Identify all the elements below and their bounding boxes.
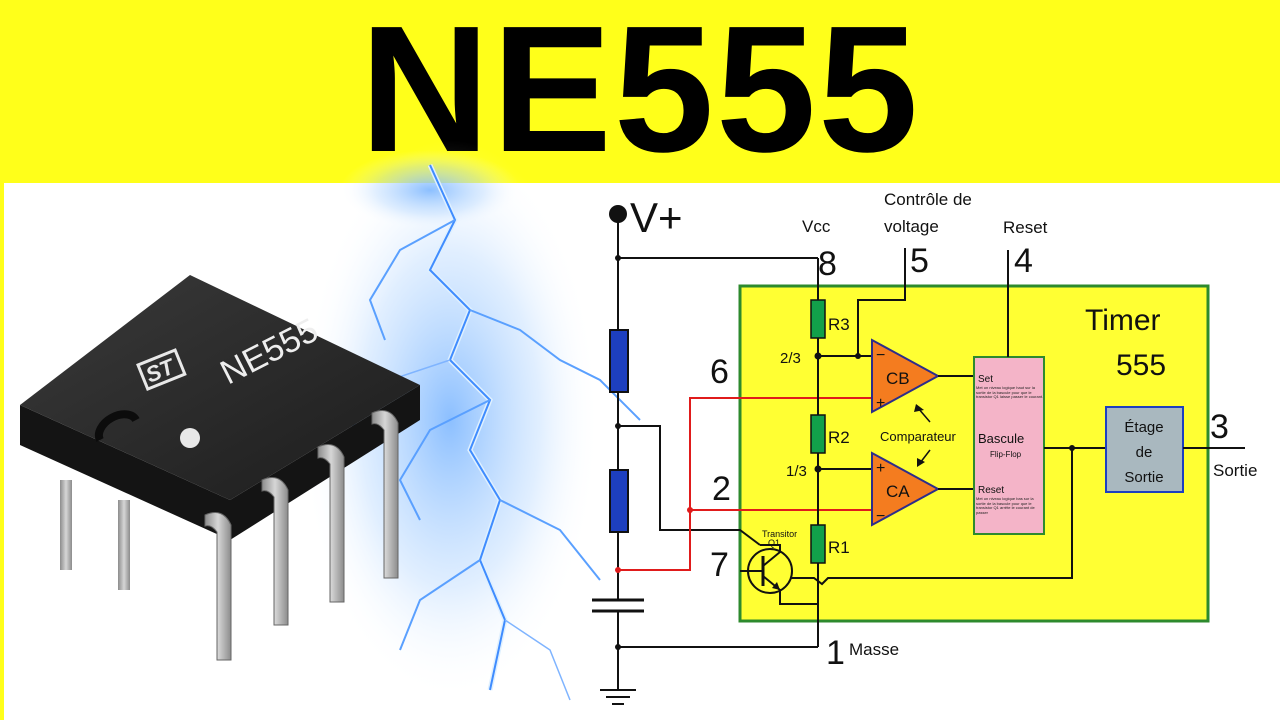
control-label-2: voltage xyxy=(884,217,939,236)
pin-4-number: 4 xyxy=(1014,242,1033,280)
pin-5-number: 5 xyxy=(910,242,929,280)
ca-minus: − xyxy=(876,508,885,525)
transistor-label-1: Transitor xyxy=(762,529,797,539)
resistor-r3 xyxy=(810,299,826,339)
timing-capacitor xyxy=(592,598,644,613)
ne555-chip: ST NE555 xyxy=(20,275,420,661)
transistor-q1 xyxy=(740,544,818,605)
output-stage-line2: de xyxy=(1136,444,1153,461)
output-stage-line3: Sortie xyxy=(1124,469,1163,486)
flipflop-reset-note: Met un niveau logique bas sur la sortie … xyxy=(976,497,1035,515)
chip-back-pins xyxy=(60,480,130,590)
external-resistor-ra xyxy=(609,329,629,393)
chip-front-pins xyxy=(204,410,399,661)
comparator-ca xyxy=(871,451,941,527)
circuit-diagram: Timer 555 V+ xyxy=(592,190,1257,705)
pin-3-number: 3 xyxy=(1210,408,1229,446)
cb-minus: − xyxy=(876,347,885,364)
pin-2-number: 2 xyxy=(712,470,731,508)
resistor-r1 xyxy=(810,524,826,564)
flipflop-set-note: Met un niveau logique haut sur la sortie… xyxy=(976,386,1044,400)
timer-number: 555 xyxy=(1116,349,1166,382)
resistor-r2-label: R2 xyxy=(828,428,850,447)
flipflop-name: Bascule xyxy=(978,431,1024,446)
vplus-label: V+ xyxy=(630,194,683,241)
reset-label: Reset xyxy=(1003,218,1048,237)
comparator-cb-label: CB xyxy=(886,369,910,388)
flipflop-sub: Flip-Flop xyxy=(990,450,1022,459)
ground-icon xyxy=(600,689,636,705)
external-resistor-rb xyxy=(609,469,629,533)
pin-7-number: 7 xyxy=(710,546,729,584)
comparator-label: Comparateur xyxy=(880,429,957,444)
resistor-r1-label: R1 xyxy=(828,538,850,557)
resistor-r2 xyxy=(810,414,826,454)
pin-8-number: 8 xyxy=(818,245,837,283)
flipflop-reset: Reset xyxy=(978,485,1004,496)
pin1-dot xyxy=(180,428,200,448)
output-label: Sortie xyxy=(1213,461,1257,480)
ground-label: Masse xyxy=(849,640,899,659)
output-stage-box xyxy=(1105,406,1184,493)
pin-vcc-label: Vcc xyxy=(802,217,831,236)
flipflop-set: Set xyxy=(978,374,993,385)
comparator-ca-label: CA xyxy=(886,482,910,501)
control-label-1: Contrôle de xyxy=(884,190,972,209)
ca-plus: + xyxy=(876,460,885,477)
timer-label: Timer xyxy=(1085,304,1161,337)
transistor-label-2: Q1 xyxy=(768,538,780,548)
resistor-r3-label: R3 xyxy=(828,315,850,334)
output-stage-line1: Étage xyxy=(1124,419,1163,436)
flipflop-box xyxy=(973,356,1045,535)
divider-one-third: 1/3 xyxy=(786,463,807,480)
lightning-effect xyxy=(300,140,641,701)
cb-plus: + xyxy=(876,395,885,412)
comparator-cb xyxy=(871,338,941,414)
pin-1-number: 1 xyxy=(826,634,845,672)
pin-6-number: 6 xyxy=(710,353,729,391)
divider-two-thirds: 2/3 xyxy=(780,350,801,367)
